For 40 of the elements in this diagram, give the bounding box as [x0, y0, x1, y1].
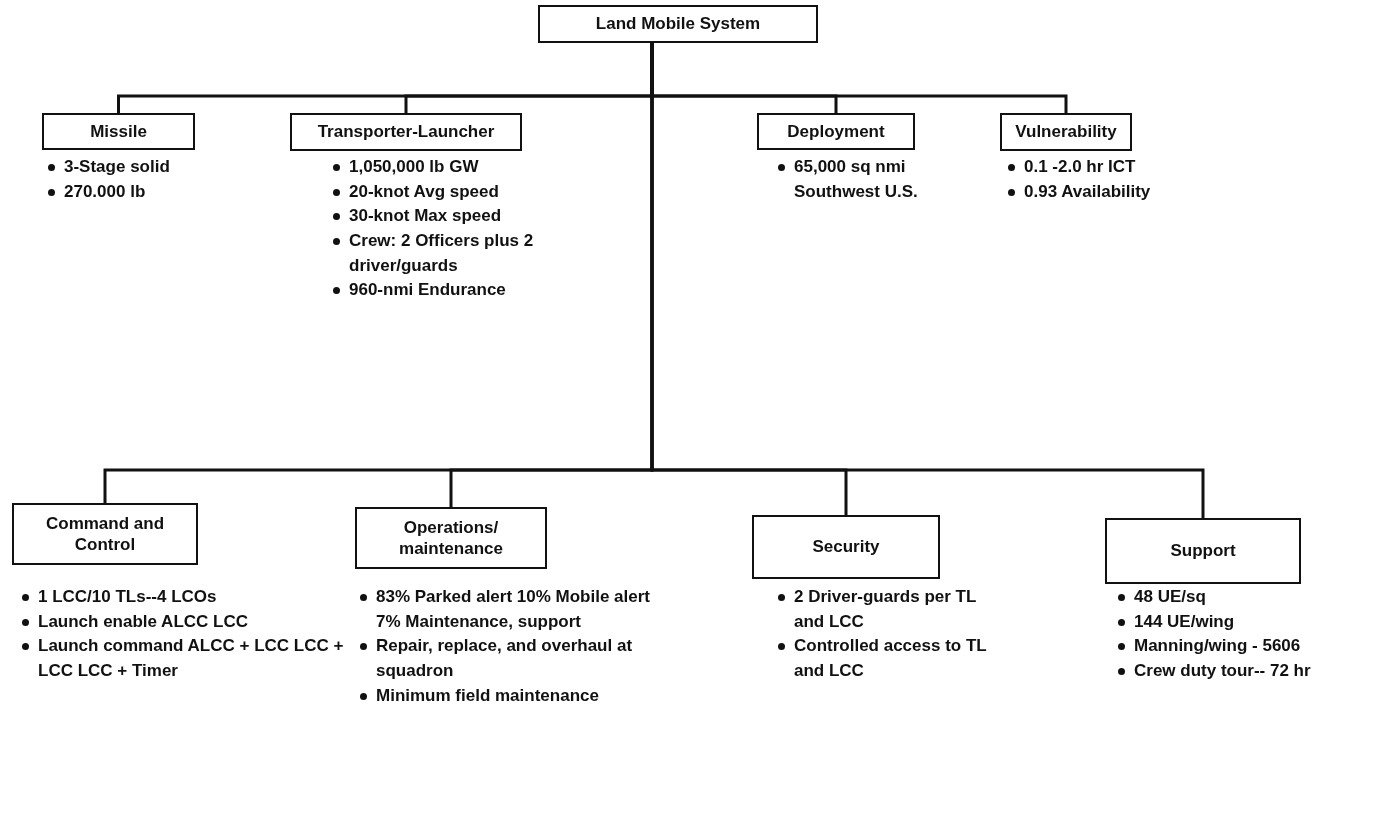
box-label: Command and Control	[44, 512, 166, 556]
box-label: Land Mobile System	[595, 13, 761, 35]
bullet-item: 1,050,000 lb GW	[325, 155, 625, 180]
bullet-item: 1 LCC/10 TLs--4 LCOs	[14, 585, 344, 610]
category-box	[12, 503, 198, 565]
box-label: Operations/ maintenance	[398, 516, 504, 560]
bullet-item: Crew duty tour-- 72 hr	[1110, 658, 1330, 684]
bullet-item: Repair, replace, and overhaul at squadron	[352, 634, 672, 684]
category-box	[757, 113, 915, 150]
bullet-item: Crew: 2 Officers plus 2 driver/guards	[325, 228, 625, 279]
bullet-item: Controlled access to TL and LCC	[770, 634, 1010, 684]
box-label: Transporter-Launcher	[317, 121, 495, 143]
bullet-item: 83% Parked alert 10% Mobile alert 7% Maintenance, support	[352, 585, 672, 635]
bullet-item: 48 UE/sq	[1110, 585, 1330, 610]
category-box	[290, 113, 522, 151]
box-label: Support	[1170, 540, 1236, 562]
bullet-item: 144 UE/wing	[1110, 609, 1330, 635]
category-box	[42, 113, 195, 150]
category-box	[752, 515, 940, 579]
box-label: Vulnerability	[1015, 121, 1117, 143]
box-label: Deployment	[787, 120, 885, 143]
category-box	[1000, 113, 1132, 151]
bullet-item: 30-knot Max speed	[325, 204, 625, 229]
box-label: Security	[812, 536, 880, 558]
bullet-item: Minimum field maintenance	[352, 683, 672, 709]
bullet-item: 65,000 sq nmi Southwest U.S.	[770, 155, 960, 205]
bullet-item: 2 Driver-guards per TL and LCC	[770, 585, 1010, 635]
category-box	[355, 507, 547, 569]
bullet-item: Launch command ALCC + LCC LCC + LCC LCC + Timer	[14, 634, 344, 684]
bullet-item: 960-nmi Endurance	[325, 278, 625, 303]
bullet-item: 0.1 -2.0 hr ICT	[1000, 155, 1340, 180]
category-box	[538, 5, 818, 43]
bullet-item: Launch enable ALCC LCC	[14, 609, 344, 635]
bullet-item: 0.93 Availability	[1000, 179, 1340, 205]
bullet-item: Manning/wing - 5606	[1110, 634, 1330, 659]
category-box	[1105, 518, 1301, 584]
bullet-item: 3-Stage solid	[40, 155, 260, 180]
bullet-item: 20-knot Avg speed	[325, 179, 625, 205]
bullet-item: 270.000 lb	[40, 179, 260, 205]
box-label: Missile	[90, 120, 147, 143]
